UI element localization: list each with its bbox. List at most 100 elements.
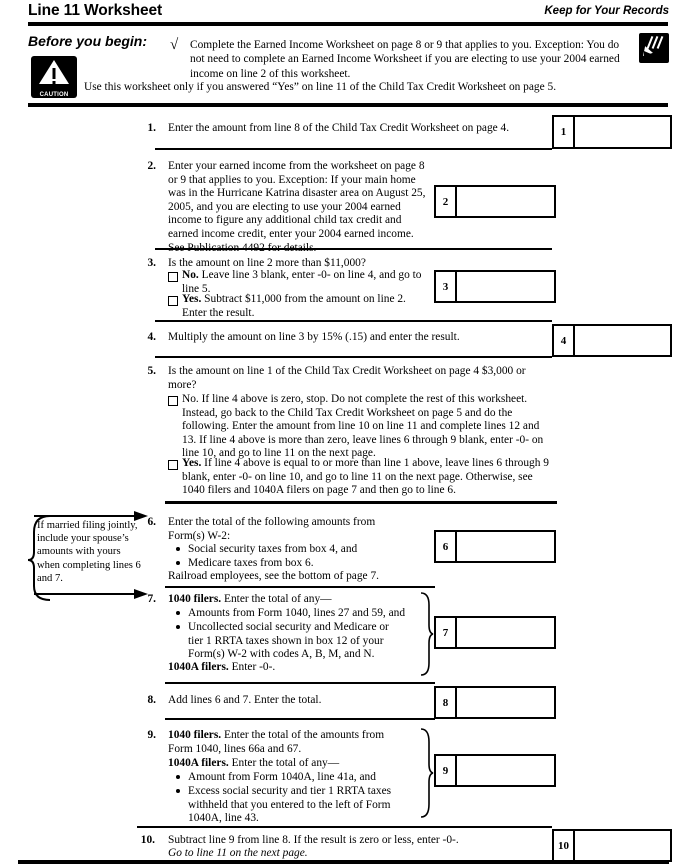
line-10-box-label: 10 bbox=[554, 831, 575, 860]
line-5-choice-yes-text: If line 4 above is equal to or more than… bbox=[182, 457, 549, 497]
line-9-intro: 1040 filers. Enter the total of the amou… bbox=[168, 729, 398, 756]
line-1-box-label: 1 bbox=[554, 117, 575, 147]
line-9-box-label: 9 bbox=[436, 756, 457, 785]
line-3-choice-yes-text: Subtract $11,000 from the amount on line… bbox=[182, 293, 406, 319]
page-bottom-rule bbox=[18, 860, 669, 864]
line-7-box-label: 7 bbox=[436, 618, 457, 647]
line-6-footer: Railroad employees, see the bottom of pa… bbox=[168, 570, 379, 582]
line-5-checkbox-no[interactable] bbox=[168, 396, 178, 406]
line-6-bullet-2: Medicare taxes from box 6. bbox=[188, 557, 314, 569]
line-6-box-label: 6 bbox=[436, 532, 457, 561]
line-7-amount-box[interactable]: 7 bbox=[434, 616, 556, 649]
separator-after-line-4 bbox=[155, 356, 552, 358]
line-3-box-label: 3 bbox=[436, 272, 457, 301]
line-6-bullet-1: Social security taxes from box 4, and bbox=[188, 543, 358, 555]
line-6-bullet-dot-1 bbox=[176, 547, 180, 551]
line-2-input[interactable] bbox=[457, 187, 554, 216]
line-10-input[interactable] bbox=[575, 831, 670, 860]
line-3-choice-yes-key: Yes. bbox=[182, 293, 202, 305]
line-6-input[interactable] bbox=[457, 532, 554, 561]
line-6-amount-box[interactable]: 6 bbox=[434, 530, 556, 563]
before-you-begin-bullet-2: Use this worksheet only if you answered … bbox=[84, 81, 557, 93]
page-header: Line 11 Worksheet Keep for Your Records bbox=[0, 0, 687, 28]
line-1-input[interactable] bbox=[575, 117, 670, 147]
separator-after-line-2 bbox=[155, 248, 552, 250]
before-you-begin-label: Before you begin: bbox=[28, 33, 148, 49]
line-9-second: 1040A filers. Enter the total of any— bbox=[168, 757, 398, 771]
line-7-intro-rest: Enter the total of any— bbox=[221, 593, 332, 605]
line-8-input[interactable] bbox=[457, 688, 554, 717]
page-title: Line 11 Worksheet bbox=[28, 2, 163, 19]
line-8-amount-box[interactable]: 8 bbox=[434, 686, 556, 719]
line-3-checkbox-yes[interactable] bbox=[168, 296, 178, 306]
separator-after-line-8 bbox=[165, 718, 435, 720]
line-2-amount-box[interactable]: 2 bbox=[434, 185, 556, 218]
line-9-intro-rest: Enter the total of the amounts from Form… bbox=[168, 729, 385, 755]
line-9-input[interactable] bbox=[457, 756, 554, 785]
line-9-bullet-2: Excess social security and tier 1 RRTA t… bbox=[188, 785, 392, 825]
separator-after-line-3 bbox=[155, 320, 552, 322]
line-7-intro-bold: 1040 filers. bbox=[168, 593, 222, 605]
line-5-question: Is the amount on line 1 of the Child Tax… bbox=[168, 365, 526, 391]
line-3-checkbox-no[interactable] bbox=[168, 272, 178, 282]
line-5-choice-no-text: If line 4 above is zero, stop. Do not co… bbox=[182, 393, 544, 460]
line-7-bullet-2: Uncollected social security and Medicare… bbox=[188, 621, 389, 661]
line-3-amount-box[interactable]: 3 bbox=[434, 270, 556, 303]
line-4-amount-box[interactable]: 4 bbox=[552, 324, 672, 357]
line-4-input[interactable] bbox=[575, 326, 670, 355]
line-7-intro: 1040 filers. Enter the total of any— bbox=[168, 593, 413, 607]
line-8-text: Add lines 6 and 7. Enter the total. bbox=[168, 694, 322, 706]
section-rule bbox=[28, 103, 668, 107]
line-4-text: Multiply the amount on line 3 by 15% (.1… bbox=[168, 331, 460, 343]
line-4-box-label: 4 bbox=[554, 326, 575, 355]
line-7-number: 7. bbox=[147, 593, 156, 605]
line-9-bullet-1: Amount from Form 1040A, line 41a, and bbox=[188, 771, 376, 783]
line-9-number: 9. bbox=[147, 729, 156, 741]
checkmark-icon: √ bbox=[170, 37, 179, 53]
line-3-choice-no-text: Leave line 3 blank, enter -0- on line 4,… bbox=[182, 269, 422, 295]
caution-icon-label: CAUTION bbox=[39, 92, 69, 98]
line-5-choice-yes: Yes. If line 4 above is equal to or more… bbox=[182, 457, 554, 498]
line-9-intro-bold: 1040 filers. bbox=[168, 729, 222, 741]
before-you-begin-bullet-1: Complete the Earned Income Worksheet on … bbox=[190, 39, 620, 80]
line-7-footer-bold: 1040A filers. bbox=[168, 661, 229, 673]
line-9-amount-box[interactable]: 9 bbox=[434, 754, 556, 787]
line-10-amount-box[interactable]: 10 bbox=[552, 829, 672, 862]
line-7-bullet-1: Amounts from Form 1040, lines 27 and 59,… bbox=[188, 607, 406, 619]
callout-brace bbox=[22, 510, 152, 610]
line-5-checkbox-yes[interactable] bbox=[168, 460, 178, 470]
line-1-text: Enter the amount from line 8 of the Chil… bbox=[168, 122, 510, 134]
callout-text: If married filing jointly, include your … bbox=[37, 520, 141, 584]
line-9-second-bold: 1040A filers. bbox=[168, 757, 229, 769]
line-9-bullet-dot-2 bbox=[176, 789, 180, 793]
line-1-amount-box[interactable]: 1 bbox=[552, 115, 672, 149]
line-3-question: Is the amount on line 2 more than $11,00… bbox=[168, 257, 366, 269]
line-7-footer-rest: Enter -0-. bbox=[228, 661, 276, 673]
line-7-bullet-dot-1 bbox=[176, 611, 180, 615]
line-5-number: 5. bbox=[147, 365, 156, 377]
line-6-intro: Enter the total of the following amounts… bbox=[168, 516, 376, 542]
line-8-number: 8. bbox=[147, 694, 156, 706]
line-9-bullet-dot-1 bbox=[176, 775, 180, 779]
line-5-choice-yes-key: Yes. bbox=[182, 457, 202, 469]
line-6-number: 6. bbox=[147, 516, 156, 528]
line-5-choice-no: No. If line 4 above is zero, stop. Do no… bbox=[182, 393, 554, 461]
line-3-choice-no-key: No. bbox=[182, 269, 199, 281]
line-7-input[interactable] bbox=[457, 618, 554, 647]
keep-for-records-note: Keep for Your Records bbox=[544, 5, 669, 17]
line-2-number: 2. bbox=[147, 160, 156, 172]
header-rule bbox=[28, 22, 668, 26]
line-1-number: 1. bbox=[147, 122, 156, 134]
line-10-number: 10. bbox=[140, 834, 155, 846]
line-10-italic-note: Go to line 11 on the next page. bbox=[168, 847, 308, 859]
line-7-brace bbox=[418, 591, 434, 677]
line-7-footer: 1040A filers. Enter -0-. bbox=[168, 661, 408, 675]
line-2-box-label: 2 bbox=[436, 187, 457, 216]
caution-icon: CAUTION bbox=[31, 56, 77, 98]
separator-after-line-1 bbox=[155, 148, 552, 150]
line-7-bullet-dot-2 bbox=[176, 625, 180, 629]
line-10-text: Subtract line 9 from line 8. If the resu… bbox=[168, 834, 459, 846]
line-3-input[interactable] bbox=[457, 272, 554, 301]
separator-after-line-5 bbox=[165, 501, 557, 504]
